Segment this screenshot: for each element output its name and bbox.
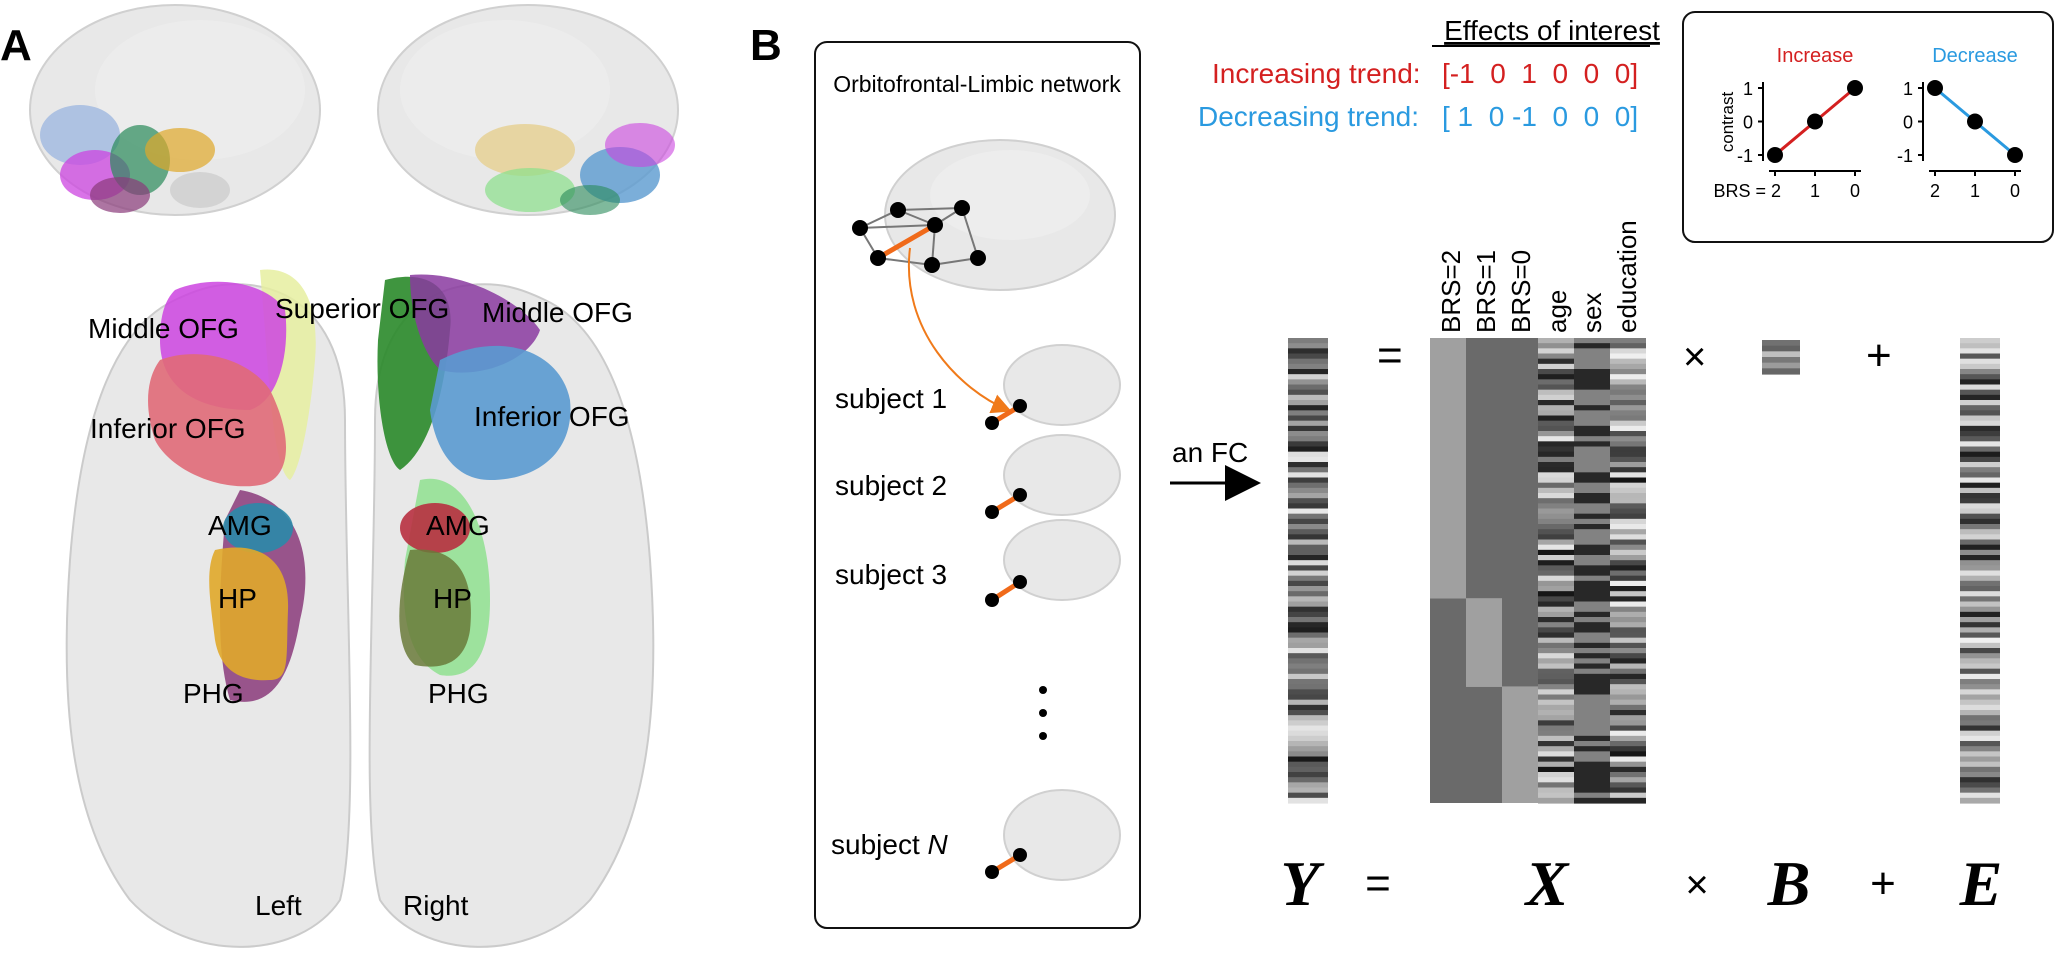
left-phg-label: PHG xyxy=(183,678,244,709)
effects-title: Effects of interest xyxy=(1444,15,1660,46)
equation-y: Y xyxy=(1280,848,1324,919)
e-vector xyxy=(1960,338,2000,804)
subject-1-row: subject 1 xyxy=(835,344,1121,430)
inset-xtick-0-1: 1 xyxy=(1810,181,1820,201)
right-inferior-ofg-region xyxy=(430,345,571,480)
right-phg-label: PHG xyxy=(428,678,489,709)
panel-b-letter: B xyxy=(750,21,782,70)
equation-e: E xyxy=(1959,848,2003,919)
right-hp-label: HP xyxy=(433,583,472,614)
equation-plus: + xyxy=(1870,859,1896,908)
subject-1-label: subject 1 xyxy=(835,383,947,414)
left-amg-label: AMG xyxy=(208,510,272,541)
equation-x: X xyxy=(1524,848,1570,919)
decreasing-trend-vector: [ 1 0 -1 0 0 0] xyxy=(1442,101,1638,132)
inset-xtick-0-0: BRS = 2 xyxy=(1713,181,1781,201)
ellipsis-dots xyxy=(1039,686,1047,740)
inset-xtick-1-1: 1 xyxy=(1970,181,1980,201)
inset-xtick-1-2: 0 xyxy=(2010,181,2020,201)
inset-point-1-2 xyxy=(2007,147,2023,163)
right-inferior-ofg-label: Inferior OFG xyxy=(474,401,630,432)
subject-2-label: subject 2 xyxy=(835,470,947,501)
matrix-plus-sign: + xyxy=(1866,331,1892,380)
hemisphere-left-label: Left xyxy=(255,890,302,921)
equation-equals: = xyxy=(1365,859,1391,908)
subject-2-row: subject 2 xyxy=(835,434,1121,519)
network-box xyxy=(814,41,1141,929)
left-hp-region xyxy=(209,547,289,681)
equation-times: × xyxy=(1685,863,1708,907)
right-amg-region xyxy=(400,503,470,553)
inset-ytick-1-0: 1 xyxy=(1903,79,1913,99)
design-column-label-4: sex xyxy=(1577,293,1607,333)
inset-xtick-0-2: 0 xyxy=(1850,181,1860,201)
left-superior-ofg-label: Superior OFG xyxy=(275,293,449,324)
inset-ytick-1-2: -1 xyxy=(1897,146,1913,166)
matrix-equals-sign: = xyxy=(1377,331,1403,380)
design-column-label-0: BRS=2 xyxy=(1436,250,1466,333)
equation-b: B xyxy=(1767,848,1811,919)
inset-point-1-1 xyxy=(1967,113,1983,130)
panel-a-letter: A xyxy=(0,21,32,70)
hemisphere-right-label: Right xyxy=(403,890,469,921)
x-design-matrix xyxy=(1430,338,1646,804)
design-column-label-5: education xyxy=(1612,220,1642,333)
subject-3-row: subject 3 xyxy=(835,519,1121,607)
inset-point-1-0 xyxy=(1927,80,1943,96)
left-inferior-ofg-label: Inferior OFG xyxy=(90,413,246,444)
increasing-trend-vector: [-1 0 1 0 0 0] xyxy=(1442,58,1638,89)
subject-3-label: subject 3 xyxy=(835,559,947,590)
y-vector xyxy=(1288,338,1328,804)
left-amg-region xyxy=(223,503,293,553)
fc-label: an FC xyxy=(1172,437,1248,468)
network-arrow xyxy=(907,247,1012,414)
left-inferior-ofg-region xyxy=(148,354,287,487)
right-lateral-brain xyxy=(377,4,679,216)
matrix-times-sign: × xyxy=(1683,335,1706,379)
inset-title-1: Decrease xyxy=(1932,45,2018,67)
network-title: Orbitofrontal-Limbic network xyxy=(833,71,1121,97)
inset-ylabel: contrast xyxy=(1718,91,1737,152)
contrast-inset-box xyxy=(1682,11,2054,243)
inset-ytick-0-0: 1 xyxy=(1743,79,1753,99)
right-middle-ofg-label: Middle OFG xyxy=(482,297,633,328)
design-column-label-1: BRS=1 xyxy=(1471,250,1501,333)
subject-n-row: subject N xyxy=(831,789,1121,881)
inset-xtick-1-0: 2 xyxy=(1930,181,1940,201)
increasing-trend-label: Increasing trend: xyxy=(1212,58,1421,89)
right-amg-label: AMG xyxy=(426,510,490,541)
left-lateral-brain xyxy=(29,4,321,216)
inset-point-0-0 xyxy=(1767,147,1783,163)
inset-point-0-2 xyxy=(1847,80,1863,96)
right-hp-region xyxy=(399,549,471,667)
decreasing-trend-label: Decreasing trend: xyxy=(1198,101,1419,132)
design-column-label-3: age xyxy=(1542,290,1572,333)
network-brain xyxy=(852,139,1116,291)
left-hp-label: HP xyxy=(218,583,257,614)
left-middle-ofg-label: Middle OFG xyxy=(88,313,239,344)
inset-ytick-0-2: -1 xyxy=(1737,146,1753,166)
inset-ytick-0-1: 0 xyxy=(1743,113,1753,133)
inset-ytick-1-1: 0 xyxy=(1903,113,1913,133)
inset-point-0-1 xyxy=(1807,113,1823,130)
inset-title-0: Increase xyxy=(1777,45,1854,67)
subject-n-label: subject N xyxy=(831,829,949,860)
b-vector xyxy=(1762,340,1800,375)
design-column-label-2: BRS=0 xyxy=(1506,250,1536,333)
